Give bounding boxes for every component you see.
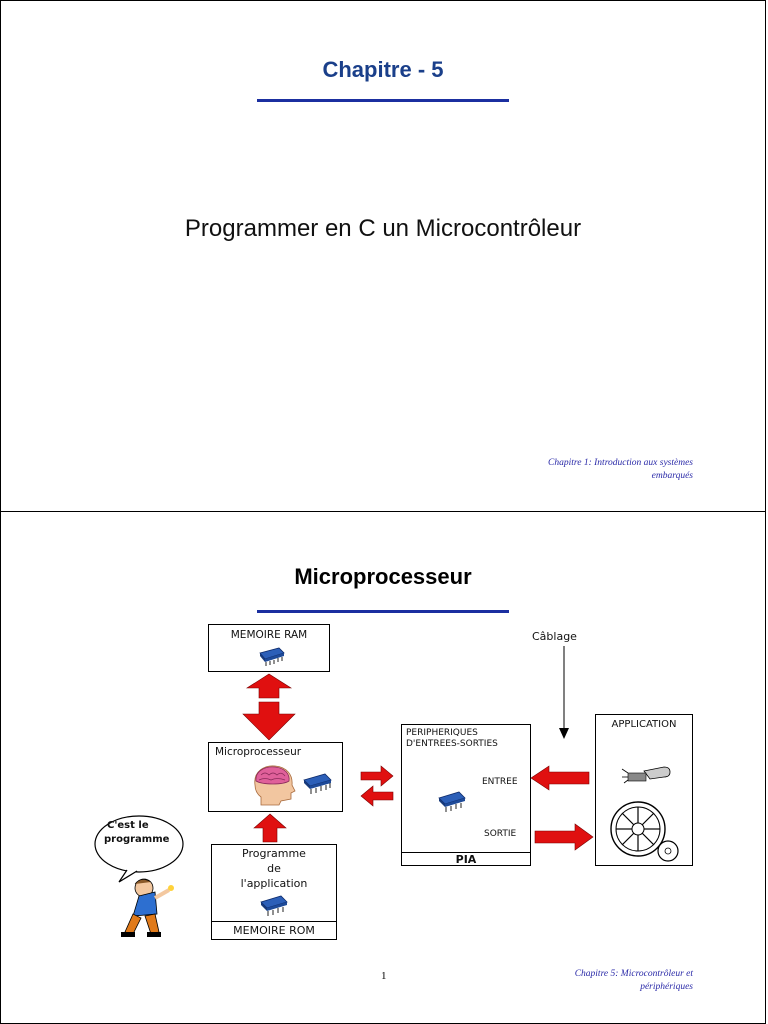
programmer-figure-icon <box>94 815 184 937</box>
slide2-footer: Chapitre 5: Microcontrôleur et périphéri… <box>575 968 693 994</box>
ram-chip-icon <box>259 647 285 666</box>
slide1-subtitle: Programmer en C un Microcontrôleur <box>184 215 582 242</box>
slide-2: Microprocesseur MEMOIRE RAM Microprocess… <box>0 511 766 1024</box>
pia-divider <box>402 852 530 853</box>
pia-line1: PERIPHERIQUES <box>406 728 478 738</box>
page-number: 1 <box>381 970 387 982</box>
cpu-label: Microprocesseur <box>215 746 302 758</box>
cablage-label: Câblage <box>532 630 577 643</box>
slide1-footer: Chapitre 1: Introduction aux systèmes em… <box>548 457 693 483</box>
slide2-footer-line1: Chapitre 5: Microcontrôleur et <box>574 969 693 979</box>
rom-divider <box>212 921 336 922</box>
application-box: APPLICATION <box>595 714 693 866</box>
slide1-title: Chapitre - 5 <box>322 57 444 82</box>
slide2-title: Microprocesseur <box>294 564 472 589</box>
rom-cpu-arrow <box>253 813 287 843</box>
ram-cpu-arrows <box>242 673 296 741</box>
pia-label: PIA <box>455 853 477 866</box>
bubble-line2: programme <box>104 834 170 845</box>
rom-program-line1: Programme <box>242 847 306 860</box>
gears-icon <box>610 801 679 862</box>
application-label: APPLICATION <box>611 719 677 730</box>
rom-box: Programme de l'application MEMOIRE ROM <box>211 844 337 940</box>
cpu-box: Microprocesseur <box>208 742 343 812</box>
app-to-pia-arrow <box>530 765 590 791</box>
pia-box: PERIPHERIQUES D'ENTREES-SORTIES ENTREE S… <box>401 724 531 866</box>
slide1-footer-line2: embarqués <box>651 471 693 481</box>
bubble-line1: C'est le <box>107 820 149 831</box>
rom-chip-icon <box>260 895 288 916</box>
slide2-title-rule <box>257 610 509 613</box>
cablage-arrow <box>559 646 569 739</box>
ram-label: MEMOIRE RAM <box>230 629 308 641</box>
slide1-footer-line1: Chapitre 1: Introduction aux systèmes <box>548 458 693 468</box>
head-brain-icon <box>254 765 296 806</box>
rom-program-line3: l'application <box>240 877 308 890</box>
ram-box: MEMOIRE RAM <box>208 624 330 672</box>
pia-sortie: SORTIE <box>484 829 517 839</box>
push-button-hand-icon <box>621 766 671 784</box>
rom-program-line2: de <box>267 862 281 875</box>
pia-chip-icon <box>438 791 466 812</box>
rom-label: MEMOIRE ROM <box>233 924 315 937</box>
pia-to-app-arrow <box>534 823 594 851</box>
slide-1: Chapitre - 5 Programmer en C un Microcon… <box>0 0 766 512</box>
cpu-chip-icon <box>303 773 332 794</box>
pia-line2: D'ENTREES-SORTIES <box>406 739 498 749</box>
slide1-title-rule <box>257 99 509 102</box>
pia-entree: ENTREE <box>482 777 518 787</box>
slide2-footer-line2: périphériques <box>640 982 693 992</box>
cpu-pia-arrows <box>360 765 394 807</box>
